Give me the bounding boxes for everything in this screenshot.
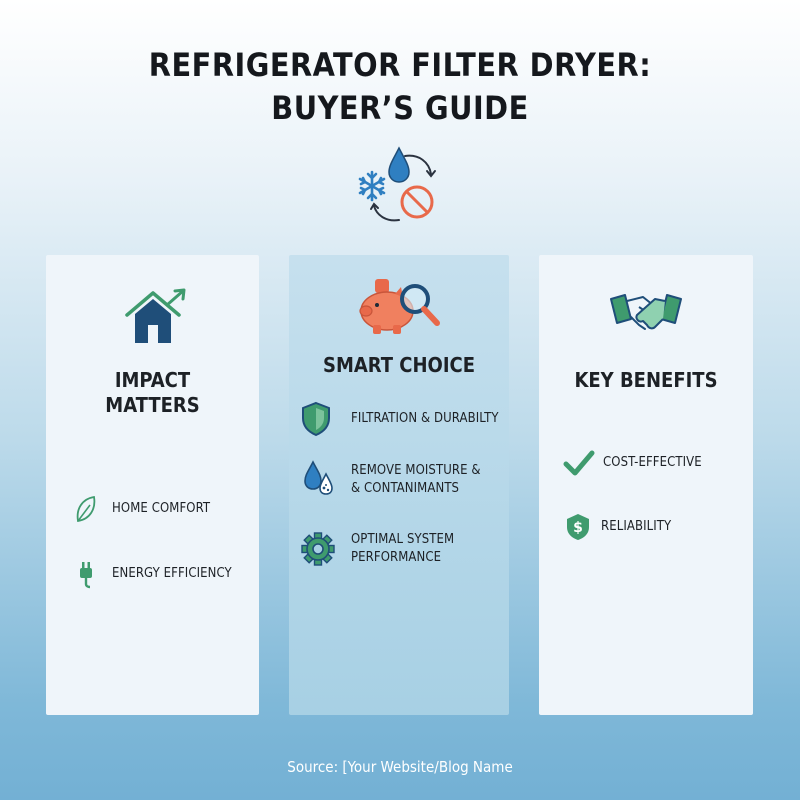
home-arrow-icon [125, 288, 186, 343]
title-line-1: REFRIGERATOR FILTER DRYER: [148, 46, 652, 84]
title-line-2: BUYER’S GUIDE [271, 89, 529, 127]
panel-heading: IMPACT MATTERS [105, 368, 200, 417]
source-caption: Source: [Your Website/Blog Name [287, 758, 513, 776]
panel-heading: SMART CHOICE [322, 353, 476, 377]
page-title: REFRIGERATOR FILTER DRYER: BUYER’S GUIDE [0, 44, 800, 130]
no-symbol-icon [400, 185, 434, 219]
key-benefits-panel: KEY BENEFITS COST-EFFECTIVE $ RELIABILIT… [539, 255, 753, 715]
list-item-filtration: FILTRATION & DURABILTY [301, 401, 499, 437]
list-item-energy-efficiency: ENERGY EFFICIENCY [72, 558, 232, 590]
panel-heading: KEY BENEFITS [574, 368, 718, 392]
item-label: RELIABILITY [601, 519, 672, 534]
plug-icon [80, 562, 92, 589]
snowflake-icon [358, 170, 386, 202]
list-item-optimal-performance: OPTIMAL SYSTEM PERFORMANCE [301, 531, 454, 567]
water-drops-icon [304, 460, 333, 495]
dollar-badge-icon: $ [567, 514, 589, 540]
piggy-bank-magnifier-icon [359, 279, 440, 334]
list-item-remove-moisture: REMOVE MOISTURE & & CONTANIMANTS [301, 460, 481, 500]
item-label: ENERGY EFFICIENCY [112, 566, 232, 581]
impact-matters-panel: IMPACT MATTERS HOME COMFORT ENERGY EFFIC… [46, 255, 259, 715]
list-item-reliability: $ RELIABILITY [565, 513, 671, 541]
list-item-cost-effective: COST-EFFECTIVE [563, 448, 702, 478]
item-label: HOME COMFORT [112, 501, 211, 516]
item-label: OPTIMAL SYSTEM PERFORMANCE [351, 532, 455, 565]
checkmark-icon [563, 450, 595, 476]
list-item-home-comfort: HOME COMFORT [72, 493, 210, 525]
leaf-icon [76, 495, 96, 523]
gear-icon [301, 532, 335, 566]
smart-choice-panel: SMART CHOICE FILTRATION & DURABILTY REMO… [289, 255, 509, 715]
item-label: REMOVE MOISTURE & & CONTANIMANTS [351, 463, 481, 496]
svg-text:$: $ [573, 520, 583, 536]
hero-icon-cluster [358, 146, 436, 222]
shield-icon [302, 401, 330, 437]
item-label: COST-EFFECTIVE [603, 455, 702, 470]
item-label: FILTRATION & DURABILTY [351, 411, 499, 426]
handshake-icon [610, 294, 682, 330]
water-drop-icon [388, 146, 410, 183]
cycle-arrows-icon [370, 154, 436, 222]
